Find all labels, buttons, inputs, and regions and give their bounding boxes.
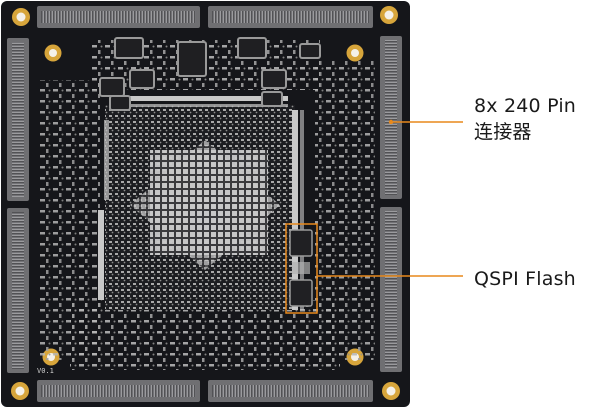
component-field-bottom — [70, 300, 340, 370]
connectors — [7, 6, 402, 402]
qspi-flash-chips — [289, 229, 313, 307]
connector-annotation: 8x 240 Pin 连接器 — [474, 93, 602, 145]
connector-annotation-line1: 8x 240 Pin — [474, 95, 577, 117]
connector-leader-dot — [388, 119, 394, 125]
qspi-flash-highlight-box — [285, 223, 318, 314]
silkscreen-version: V0.1 — [37, 367, 54, 375]
mounting-holes — [11, 6, 400, 400]
flash-annotation: QSPI Flash — [474, 268, 576, 290]
power-components — [99, 37, 321, 111]
bga-diamond — [130, 140, 280, 270]
connector-annotation-line2: 连接器 — [474, 121, 532, 143]
passive-rows — [98, 96, 304, 310]
